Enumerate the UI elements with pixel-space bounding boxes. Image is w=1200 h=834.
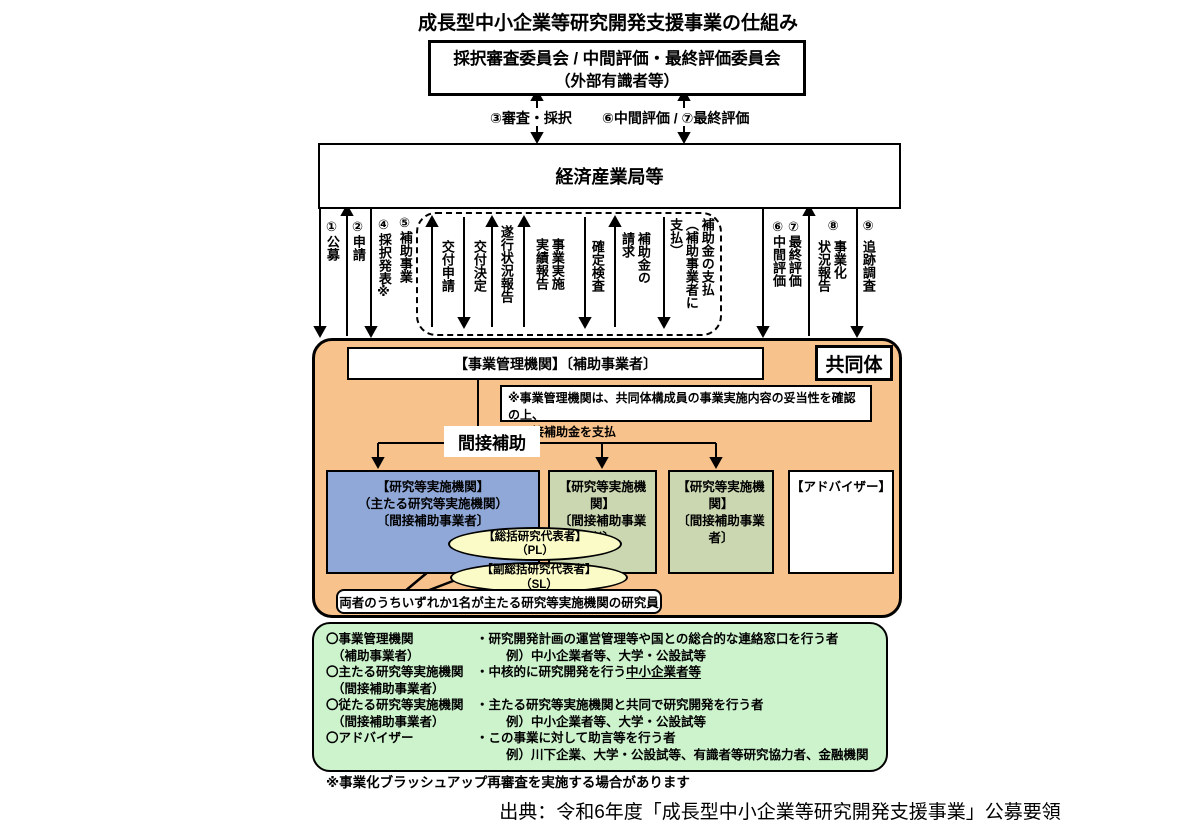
note-line2: 間接補助金を支払	[520, 424, 617, 439]
research-org-box-2: 【研究等実施機関】 〔間接補助事業者〕	[668, 470, 774, 574]
legend-row-management: 〇事業管理機関 （補助事業者） ・研究開発計画の運営管理等や国との総合的な連絡窓…	[326, 631, 874, 664]
flow-label-seikyu: 補助金の 請求	[620, 232, 651, 284]
flow-label-hyoka: ⑥中間評価 ⑦最終評価	[771, 220, 802, 287]
main-research-org-line2: （主たる研究等実施機関）	[357, 496, 508, 511]
legend-term: 〇主たる研究等実施機関	[326, 665, 464, 679]
committee-subtitle: （外部有識者等）	[554, 73, 679, 90]
label-interim-final-evaluation: ⑥中間評価 / ⑦最終評価	[598, 108, 754, 126]
legend-example: 例）中小企業者等、大学・公設試等	[506, 714, 707, 729]
flow-label-koubo: ①公募	[324, 220, 340, 261]
leader-requirement-callout: 両者のうちいずれか1名が主たる研究等実施機関の研究員	[336, 589, 662, 614]
legend-term-sub: （間接補助事業者）	[332, 681, 445, 696]
research-org-1-line1: 【研究等実施機関】	[558, 480, 647, 511]
project-leader-ellipse: 【総括研究代表者】 （PL）	[448, 527, 622, 561]
indirect-subsidy-label: 間接補助	[444, 426, 540, 457]
note-line1: ※事業管理機関は、共同体構成員の事業実施内容の妥当性を確認の上、	[508, 391, 856, 422]
research-org-2-line1: 【研究等実施機関】	[677, 480, 765, 511]
legend-desc-underlined: 中小企業者等	[626, 665, 702, 679]
flow-num-8: ⑧	[827, 218, 839, 233]
flow-label-kakutei-kensa: 確定検査	[589, 240, 605, 292]
flow-num-9: ⑨	[862, 218, 874, 233]
committee-box: 採択審査委員会 / 中間評価・最終評価委員会 （外部有識者等）	[428, 40, 806, 96]
legend-term: 〇従たる研究等実施機関	[326, 698, 464, 712]
label-review-selection: ③審査・採択	[486, 108, 576, 126]
legend-example: 例）中小企業者等、大学・公設試等	[506, 648, 707, 663]
legend-row-advisor: 〇アドバイザー ・この事業に対して助言等を行う者 例）川下企業、大学・公設試等、…	[326, 730, 874, 763]
flow-label-suiko-hokoku: 遂行状況報告	[498, 225, 514, 303]
legend-desc: ・中核的に研究開発を行う中小企業者等	[476, 664, 874, 681]
flow-label-saitaku-happyo: ④採択発表※	[376, 218, 392, 300]
sl-abbr: （SL）	[520, 578, 558, 591]
legend-term: 〇アドバイザー	[326, 731, 414, 745]
main-research-org-line3: 〔間接補助事業者〕	[376, 513, 490, 528]
main-research-org-line1: 【研究等実施機関】	[376, 480, 490, 494]
economic-bureau-box: 経済産業局等	[318, 143, 901, 209]
pl-title: 【総括研究代表者】	[483, 530, 587, 543]
legend-desc: ・研究開発計画の運営管理等や国との総合的な連絡窓口を行う者	[476, 632, 839, 646]
flow-label-jigyoka-hokoku: 事業化 状況報告	[816, 240, 847, 292]
flow-label-jisshi-hokoku: 事業実施 実績報告	[534, 238, 565, 290]
sl-title: 【副総括研究代表者】	[481, 564, 597, 577]
flow-label-shiharai: 補助金の支払 （補助事業者に 支払）	[668, 218, 715, 309]
flow-label-kofu-shinsei: 交付申請	[439, 240, 455, 292]
legend-term: 〇事業管理機関	[326, 632, 414, 646]
subsidy-project-dashed-group	[416, 212, 722, 336]
committee-name: 採択審査委員会 / 中間評価・最終評価委員会	[453, 50, 781, 68]
flow-label-shinsei: ②申請	[350, 220, 366, 261]
legend-example: 例）川下企業、大学・公設試等、有識者等研究協力者、金融機関	[506, 747, 869, 762]
pl-abbr: （PL）	[516, 545, 554, 557]
legend-row-sub-org: 〇従たる研究等実施機関 （間接補助事業者） ・主たる研究等実施機関と共同で研究開…	[326, 697, 874, 730]
flow-label-tsuiseki-chosa: 追跡調査	[860, 240, 876, 292]
legend-container	[312, 622, 888, 772]
legend-desc-text: ・中核的に研究開発を行う	[476, 665, 627, 679]
advisor-box: 【アドバイザー】	[788, 470, 894, 574]
legend-desc: ・この事業に対して助言等を行う者	[476, 731, 676, 745]
legend-row-main-org: 〇主たる研究等実施機関 （間接補助事業者） ・中核的に研究開発を行う中小企業者等	[326, 664, 874, 697]
legend-term-sub: （補助事業者）	[332, 648, 420, 663]
legend: 〇事業管理機関 （補助事業者） ・研究開発計画の運営管理等や国との総合的な連絡窓…	[326, 631, 874, 763]
research-org-2-line2: 〔間接補助事業者〕	[677, 513, 765, 545]
source-citation: 出典：令和6年度「成長型中小企業等研究開発支援事業」公募要領	[499, 802, 1061, 823]
management-organization-box: 【事業管理機関】〔補助事業者〕	[347, 347, 764, 380]
flow-label-kofu-kettei: 交付決定	[471, 240, 487, 292]
page-title: 成長型中小企業等研究開発支援事業の仕組み	[417, 13, 798, 34]
legend-term-sub: （間接補助事業者）	[332, 714, 445, 729]
management-note-box: ※事業管理機関は、共同体構成員の事業実施内容の妥当性を確認の上、 間接補助金を支…	[500, 385, 872, 439]
consortium-badge: 共同体	[815, 345, 893, 381]
brushup-footnote: ※事業化ブラッシュアップ再審査を実施する場合があります	[326, 775, 690, 790]
legend-desc: ・主たる研究等実施機関と共同で研究開発を行う者	[476, 698, 764, 712]
flow-label-hojo-jigyo: ⑤補助事業	[397, 216, 413, 283]
